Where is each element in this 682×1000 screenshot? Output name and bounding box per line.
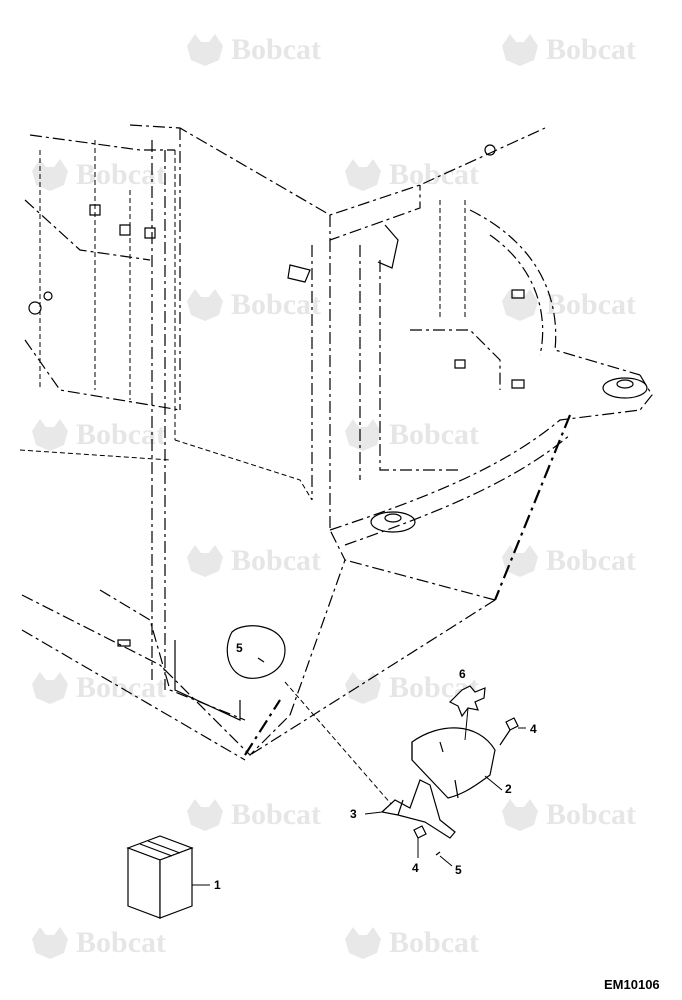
watermark-text: Bobcat [231,33,321,66]
cover-plate-icon [411,727,496,799]
item-5-pin [435,851,441,856]
bobcat-logo-icon [502,545,538,577]
figure-id: EM10106 [604,977,660,992]
callout-6: 6 [459,667,466,681]
bolt-icon [413,825,427,839]
watermark-text: Bobcat [389,926,479,959]
bracket-icon [380,779,456,839]
item-6-knob [448,685,486,741]
bobcat-watermark: Bobcat [345,418,479,451]
box-side-icon [159,847,193,919]
bobcat-logo-icon [502,34,538,66]
callout-4b: 4 [412,861,419,875]
bobcat-watermark: Bobcat [502,544,636,577]
star-knob-icon [448,685,486,718]
rear-mount-pad-icon [602,377,648,399]
box-front-icon [127,847,161,919]
watermark-text: Bobcat [546,33,636,66]
bobcat-logo-icon [187,289,223,321]
front-mount-pad-icon [370,511,416,533]
item-4-bolts [413,717,519,839]
bobcat-logo-icon [32,927,68,959]
bobcat-watermark: Bobcat [32,158,166,191]
watermark-text: Bobcat [546,544,636,577]
bobcat-watermark: Bobcat [187,798,321,831]
bobcat-watermark: Bobcat [32,671,166,704]
bobcat-watermark: Bobcat [502,33,636,66]
bobcat-logo-icon [32,159,68,191]
bobcat-watermark: Bobcat [345,926,479,959]
bobcat-watermark: Bobcat [32,926,166,959]
watermark-text: Bobcat [389,158,479,191]
bobcat-logo-icon [502,799,538,831]
bobcat-logo-icon [345,159,381,191]
bobcat-logo-icon [345,672,381,704]
callout-5b: 5 [455,863,462,877]
item-5-pad-detail: 5 [226,625,286,679]
bobcat-logo-icon [32,419,68,451]
bobcat-watermark: Bobcat [187,544,321,577]
bobcat-watermark: Bobcat [345,158,479,191]
callouts: 1 2 3 4 4 5 6 [192,667,537,892]
bobcat-watermark: Bobcat [345,671,479,704]
callout-1: 1 [214,878,221,892]
watermark-text: Bobcat [76,671,166,704]
bobcat-logo-icon [187,545,223,577]
bobcat-logo-icon [345,419,381,451]
bobcat-watermark: Bobcat [32,418,166,451]
bolt-icon [505,717,519,731]
watermark-text: Bobcat [231,288,321,321]
watermark-text: Bobcat [76,418,166,451]
callout-4a: 4 [530,722,537,736]
bobcat-logo-icon [502,289,538,321]
watermark-layer: Bobcat Bobcat Bobcat Bobcat Bobcat Bobca… [32,33,636,959]
item-2-cover [411,727,496,799]
callout-2: 2 [505,782,512,796]
machine-frame [19,124,653,761]
callout-5a: 5 [236,641,243,655]
bobcat-logo-icon [187,34,223,66]
callout-3: 3 [350,807,357,821]
watermark-text: Bobcat [546,288,636,321]
bobcat-logo-icon [32,672,68,704]
bobcat-logo-icon [345,927,381,959]
pad-outline-icon [226,625,286,679]
item-1-kit-box [126,835,194,919]
bobcat-watermark: Bobcat [187,288,321,321]
watermark-text: Bobcat [76,158,166,191]
item-3-bracket [380,779,456,839]
bobcat-watermark: Bobcat [187,33,321,66]
watermark-text: Bobcat [389,418,479,451]
watermark-text: Bobcat [231,544,321,577]
watermark-text: Bobcat [231,798,321,831]
watermark-text: Bobcat [76,926,166,959]
bobcat-watermark: Bobcat [502,798,636,831]
bobcat-logo-icon [187,799,223,831]
bobcat-watermark: Bobcat [502,288,636,321]
watermark-text: Bobcat [546,798,636,831]
pin-icon [435,851,441,856]
